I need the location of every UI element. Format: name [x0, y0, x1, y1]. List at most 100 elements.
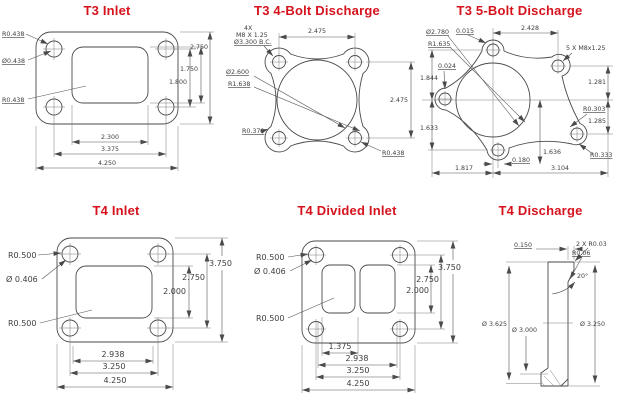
bore-diameter-label: Ø 3.000: [512, 326, 537, 334]
dimensions: 2.475 2.475: [278, 28, 415, 139]
dim-opening-height: 1.750: [180, 66, 198, 73]
dim-half-width: 1.375: [329, 342, 352, 351]
bolt-thread-label: M8 X 1.25: [236, 32, 268, 39]
dim-bottom-offset: 0.180: [512, 157, 530, 164]
dimensions: 2.428 1.844 1.633 1.281 1.285 1.636 0.18…: [420, 25, 613, 177]
vertical-dimensions: 2.000 2.750 3.750: [397, 240, 461, 344]
diameter-dimensions: Ø 3.625 Ø 3.000 Ø 3.250: [482, 261, 605, 387]
flange-outline: [434, 39, 588, 161]
dim-left-lower: 1.633: [420, 125, 438, 132]
body-radius-label: R1.635: [428, 41, 450, 48]
t3-inlet-title: T3 Inlet: [83, 3, 131, 18]
bolt-spec-label: 5 X M8x1.25: [566, 45, 606, 52]
dim-bolt-spacing-height: 2.750: [416, 275, 439, 284]
dim-right-lower: 1.285: [588, 118, 606, 125]
dim-flange-width: 4.250: [347, 379, 370, 388]
left-offset-label: 0.024: [438, 63, 456, 70]
flange-outline: [264, 47, 370, 153]
dim-opening-width: 2.938: [346, 354, 369, 363]
bolt-hole-diameter-label: Ø 0.406: [6, 274, 38, 284]
t3-inlet-drawing: R0.438 Ø0.438 R0.438 2.300 3.375 4.250: [2, 31, 214, 171]
lip-width-label: 0.150: [514, 242, 532, 249]
dim-opening-width: 2.938: [102, 350, 125, 359]
dim-flange-width: 4.250: [104, 376, 127, 385]
edge-radius-label: R0.438: [382, 150, 404, 157]
t4-divided-drawing: R0.500 Ø 0.406 R0.500 1.375 2.938 3.250: [254, 240, 461, 393]
opening-corner-radius-label: R0.438: [2, 97, 24, 104]
t3-4bolt-drawing: 4X M8 X 1.25 Ø3.300 B.C. Ø2.600 R1.638 R…: [226, 25, 415, 157]
bolt-qty-label: 4X: [244, 25, 253, 32]
t4-divided-title: T4 Divided Inlet: [297, 203, 397, 218]
section-hatching: [540, 369, 562, 387]
bolt-holes: [437, 42, 585, 158]
dim-bolt-spacing-height: 2.750: [182, 273, 205, 282]
flange-diameter-label: Ø 3.250: [580, 320, 605, 328]
dim-bolt-spacing-width: 3.375: [101, 146, 119, 153]
dim-flange-height: 3.750: [438, 263, 461, 272]
low-radius-label: R0.333: [590, 152, 612, 159]
leaders: R0.500 Ø 0.406 R0.500: [6, 251, 93, 328]
panel-t4-discharge: T4 Discharge 0.150: [462, 200, 619, 400]
dim-bolt-spacing-width: 3.250: [347, 366, 370, 375]
t3-5bolt-drawing: Ø2.780 R1.635 0.015 5 X M8x1.25 0.024 R0…: [420, 25, 613, 178]
flange-outline: [56, 237, 174, 343]
corner-radius-label: R0.370: [242, 128, 264, 135]
dim-opening-height: 2.000: [163, 287, 186, 296]
dim-bottom-left: 1.817: [455, 165, 473, 172]
flange-outline: [35, 31, 179, 125]
bolt-hole-diameter-label: Ø 0.406: [254, 266, 286, 276]
bore-circle: [455, 62, 531, 138]
bolt-corner-radius-label: R0.500: [8, 251, 36, 260]
dim-bolt-spacing-height: 1.800: [169, 79, 187, 86]
bolt-holes: [59, 243, 169, 339]
dim-flange-height: 2.750: [190, 44, 208, 51]
outer-diameter-label: Ø 3.625: [482, 320, 507, 328]
bore-diameter-label: Ø2.780: [426, 28, 449, 36]
dim-bolt-spacing-width: 3.250: [103, 362, 126, 371]
horizontal-dimensions: 2.300 3.375 4.250: [35, 105, 179, 171]
dim-top-width: 2.428: [521, 25, 539, 32]
bolt-holes: [306, 245, 410, 339]
opening-corner-radius-label: R0.500: [256, 314, 284, 323]
dim-left-upper: 1.844: [420, 75, 438, 82]
dim-opening-width: 2.300: [101, 134, 119, 141]
bolt-holes: [270, 53, 364, 147]
section-profile: [540, 261, 575, 387]
mid-radius-label: R0.303: [583, 106, 605, 113]
t4-discharge-drawing: 0.150 2 X R0.03 R0.06 20° Ø 3.625 Ø 3.00…: [482, 241, 607, 387]
dim-flange-width: 4.250: [98, 160, 116, 167]
horizontal-dimensions: 2.938 3.250 4.250: [56, 339, 174, 390]
double-radius-label: 2 X R0.03: [576, 241, 607, 248]
panel-t4-divided-inlet: T4 Divided Inlet R0.500 Ø 0.406 R0.500: [232, 200, 462, 400]
t3-4bolt-title: T3 4-Bolt Discharge: [254, 3, 380, 18]
top-offset-label: 0.015: [456, 28, 474, 35]
body-radius-label: R1.638: [228, 81, 250, 88]
leaders: R0.438 Ø0.438 R0.438: [2, 31, 87, 104]
bolt-holes: [43, 38, 177, 118]
leaders: R0.500 Ø 0.406 R0.500: [254, 252, 335, 323]
leaders: Ø2.780 R1.635 0.015 5 X M8x1.25 0.024 R0…: [426, 28, 612, 159]
dim-bottom-right: 3.104: [551, 165, 569, 172]
t4-inlet-drawing: R0.500 Ø 0.406 R0.500 2.938 3.250 4.250: [6, 237, 232, 390]
vertical-dimensions: 1.800 1.750 2.750: [150, 31, 214, 125]
leaders: 4X M8 X 1.25 Ø3.300 B.C. Ø2.600 R1.638 R…: [226, 25, 404, 157]
dim-bolt-spacing-width: 2.475: [308, 28, 326, 35]
panel-t4-inlet: T4 Inlet R0.500 Ø 0.406 R0.500: [0, 200, 232, 400]
bolt-corner-radius-label: R0.500: [256, 253, 284, 262]
vertical-dimensions: 2.000 2.750 3.750: [154, 237, 232, 343]
leaders: 0.150 2 X R0.03 R0.06 20°: [514, 241, 607, 295]
bolt-corner-radius-label: R0.438: [2, 31, 24, 38]
opening-corner-radius-label: R0.500: [8, 319, 36, 328]
dim-bottom-height: 1.636: [543, 149, 561, 156]
bolt-circle-label: Ø3.300 B.C.: [234, 38, 272, 46]
t3-5bolt-title: T3 5-Bolt Discharge: [456, 3, 583, 18]
panel-t3-4bolt-discharge: T3 4-Bolt Discharge 4X M8 X 1.25 Ø3.300 …: [214, 0, 420, 200]
panel-t3-inlet: T3 Inlet R0.438 Ø0.438: [0, 0, 214, 200]
angle-label: 20°: [577, 272, 588, 280]
bolt-hole-diameter-label: Ø0.438: [2, 57, 25, 65]
t4-inlet-title: T4 Inlet: [92, 203, 140, 218]
horizontal-dimensions: 1.375 2.938 3.250 4.250: [301, 317, 416, 393]
dim-bolt-spacing-height: 2.475: [390, 97, 408, 104]
dim-flange-height: 3.750: [209, 259, 232, 268]
